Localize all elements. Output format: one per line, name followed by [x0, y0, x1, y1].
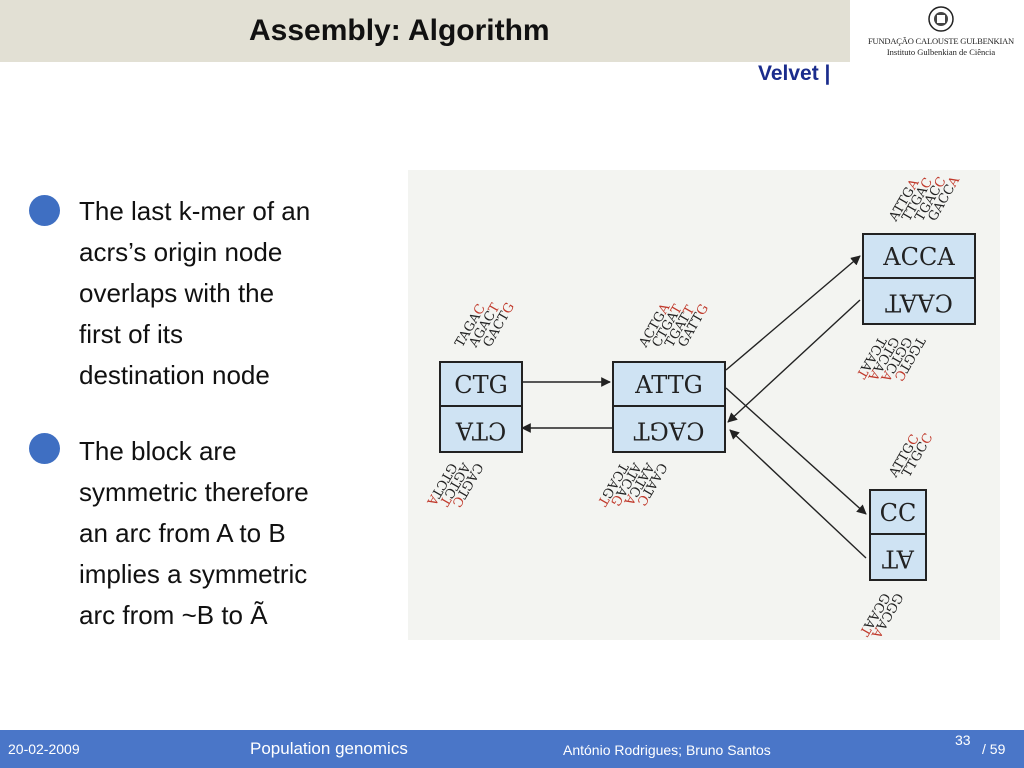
node-acca: ACCA CAAT: [862, 233, 976, 325]
arc-at-to-cagt: [729, 429, 867, 559]
bullet-1-line: overlaps with the: [79, 278, 275, 308]
bullet-1-line: first of its: [79, 319, 184, 349]
footer-course: Population genomics: [250, 739, 408, 758]
node-cc: CC AT: [869, 489, 927, 581]
bullet-2-line: symmetric therefore: [79, 477, 309, 507]
bullet-2-line: implies a symmetric: [79, 559, 308, 589]
logo-line-2: Instituto Gulbenkian de Ciência: [886, 47, 996, 57]
footer-page-total: / 59: [982, 741, 1006, 757]
node-cc-bottom-label: AT: [882, 545, 915, 573]
bullet-text-1: The last k-mer of an acrs’s origin node …: [79, 191, 399, 396]
bullet-2-line: The block are: [79, 436, 237, 466]
header-band: [0, 0, 850, 62]
node-ctg-bottom-label: CTA: [455, 417, 506, 445]
arc-attg-to-acca: [725, 255, 861, 371]
footer-date: 20-02-2009: [8, 741, 80, 757]
logo-line-1: FUNDAÇÃO CALOUSTE GULBENKIAN: [868, 36, 1014, 46]
bullet-1-line: The last k-mer of an: [79, 196, 311, 226]
node-acca-bottom-label: CAAT: [885, 289, 953, 317]
slide-subtitle: Velvet |: [758, 62, 831, 85]
footer-authors: António Rodrigues; Bruno Santos: [563, 742, 771, 758]
node-cc-top-label: CC: [880, 499, 917, 527]
bullet-1-line: acrs’s origin node: [79, 237, 283, 267]
node-attg-bottom-label: CAGT: [634, 417, 705, 445]
bullet-marker-2: [29, 433, 60, 464]
node-attg-top-label: ATTG: [634, 371, 703, 399]
graph-canvas: CTG CTA ATTG CAGT ACCA CAAT CC AT TAGACA…: [423, 173, 976, 641]
arc-attg-to-cc: [725, 387, 867, 515]
node-ctg-top-label: CTG: [454, 371, 508, 399]
bullet-1-line: destination node: [79, 360, 270, 390]
gulbenkian-emblem-icon: [928, 6, 954, 32]
institution-logo: FUNDAÇÃO CALOUSTE GULBENKIAN Instituto G…: [866, 6, 1016, 60]
node-attg: ATTG CAGT: [612, 361, 726, 453]
bullet-2-line: an arc from A to B: [79, 518, 286, 548]
node-acca-top-label: ACCA: [882, 243, 955, 271]
node-ctg: CTG CTA: [439, 361, 523, 453]
footer-bar: 20-02-2009 Population genomics António R…: [0, 730, 1024, 768]
bullet-marker-1: [29, 195, 60, 226]
footer-page-number: 33: [955, 732, 971, 748]
arc-caat-to-cagt: [727, 299, 861, 423]
slide-title: Assembly: Algorithm: [249, 14, 550, 47]
bullet-text-2: The block are symmetric therefore an arc…: [79, 431, 399, 636]
bullet-2-line: arc from ~B to Ã: [79, 600, 268, 630]
